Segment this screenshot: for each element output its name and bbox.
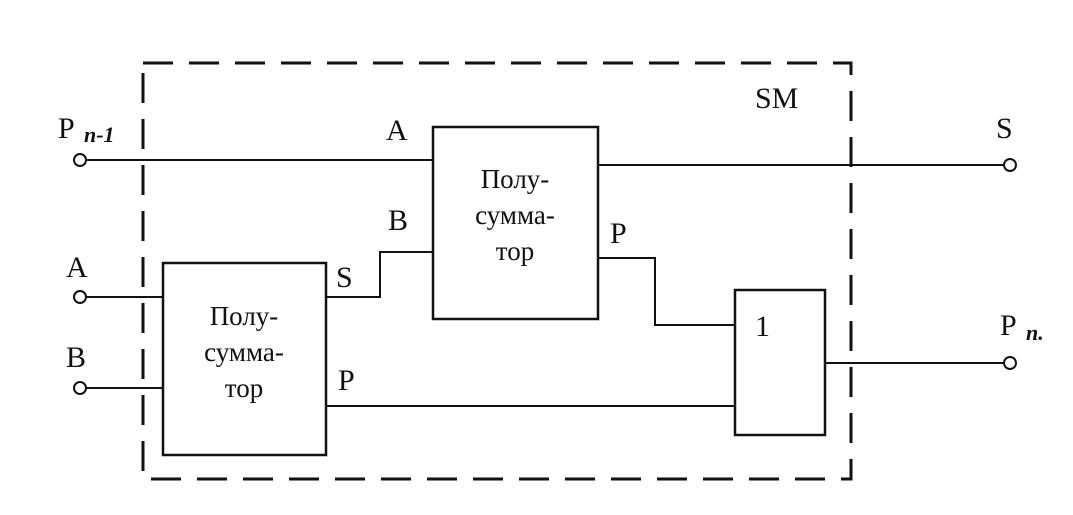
or-gate-symbol: 1: [755, 310, 770, 343]
half-adder-1-s-label: S: [336, 261, 353, 294]
half-adder-1-line-1: Полу-: [210, 301, 279, 331]
terminal-b: [73, 381, 87, 395]
terminal-carry-in: [73, 153, 87, 167]
half-adder-2-a-label: A: [386, 114, 408, 147]
wire-ha2-p-to-or: [598, 257, 735, 326]
module-label: SM: [755, 82, 798, 115]
label-input-b: B: [66, 341, 86, 374]
or-gate: [733, 288, 827, 437]
half-adder-1: [161, 261, 328, 457]
half-adder-2: [431, 125, 600, 321]
half-adder-1-line-3: тор: [225, 373, 263, 403]
label-carry-in-sub: n-1: [84, 122, 115, 147]
half-adder-2-b-label: B: [388, 204, 408, 237]
half-adder-1-p-label: P: [338, 364, 355, 397]
terminal-sum: [1003, 158, 1017, 172]
label-carry-in: P: [58, 112, 75, 145]
half-adder-2-p-label: P: [610, 217, 627, 250]
label-input-a: A: [66, 251, 88, 284]
terminal-carry-out: [1003, 356, 1017, 370]
label-carry-out: P: [1000, 309, 1017, 342]
terminal-a: [73, 290, 87, 304]
label-carry-out-sub: n.: [1026, 320, 1044, 345]
half-adder-1-line-2: сумма-: [204, 337, 284, 367]
label-sum-out: S: [996, 112, 1013, 145]
half-adder-2-line-1: Полу-: [481, 164, 550, 194]
module-boundary: [141, 61, 853, 481]
half-adder-2-line-2: сумма-: [475, 200, 555, 230]
wire-ha1-s-to-ha2-b: [326, 251, 433, 298]
half-adder-2-line-3: тор: [496, 236, 534, 266]
